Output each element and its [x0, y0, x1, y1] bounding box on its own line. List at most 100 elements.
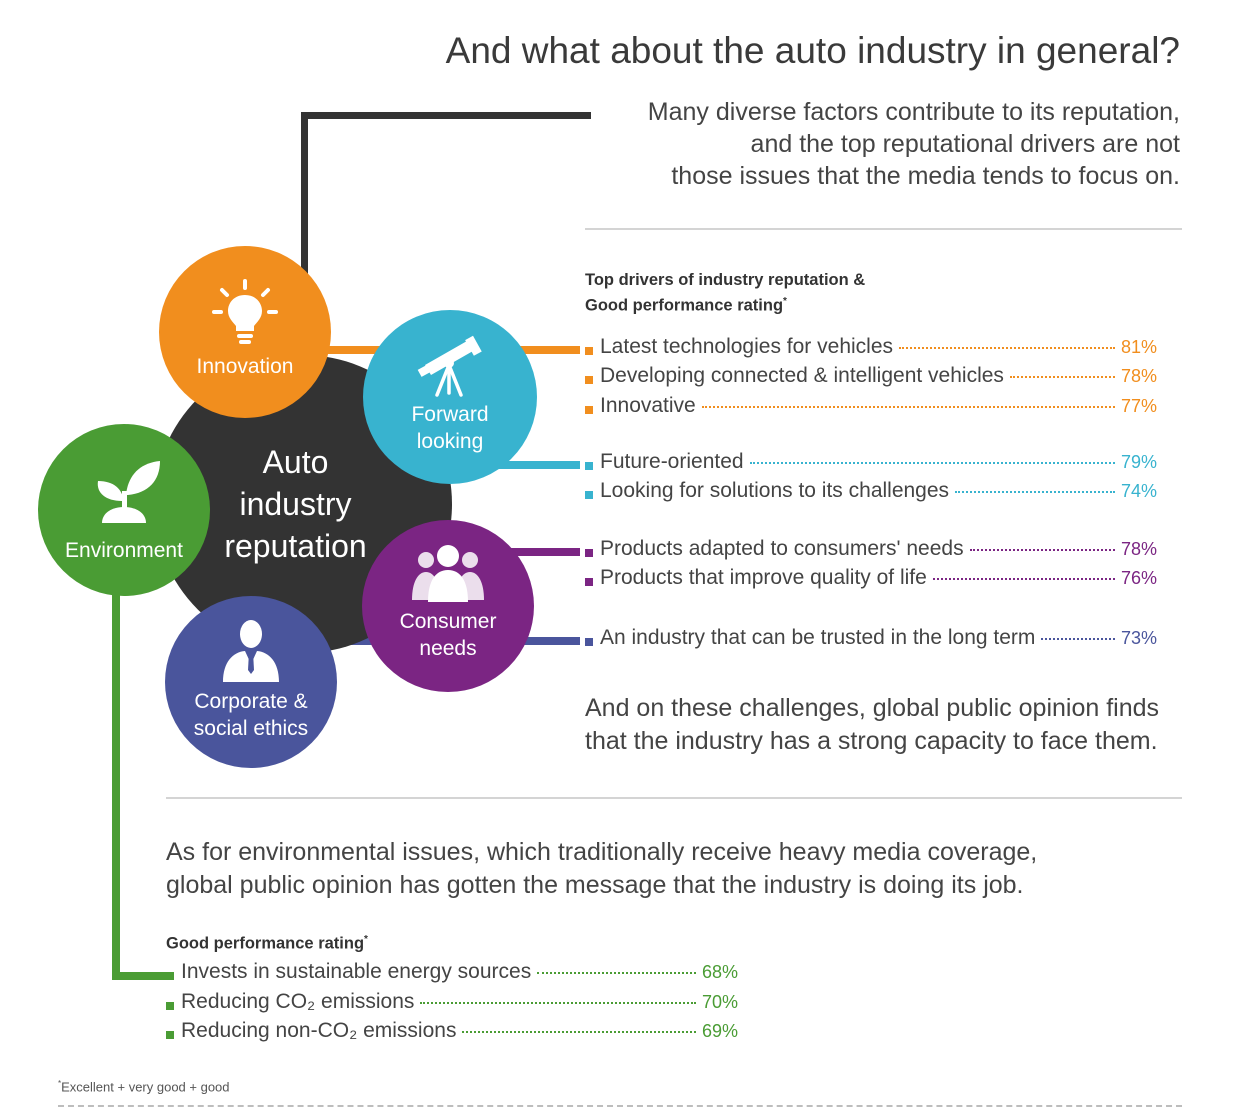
intro-text: Many diverse factors contribute to its r…: [560, 96, 1180, 192]
footnote: *Excellent + very good + good: [58, 1079, 230, 1095]
driver-percent: 74%: [1120, 481, 1157, 501]
driver-text: Products adapted to consumers' needs: [600, 537, 964, 560]
forward-looking-label: Forward looking: [411, 401, 488, 455]
driver-row: Developing connected & intelligent vehic…: [585, 364, 1157, 394]
consumer-needs-label-line: needs: [419, 637, 477, 660]
environment-circle: Environment: [38, 424, 210, 596]
environment-line: As for environmental issues, which tradi…: [166, 838, 1038, 866]
environment-row: Reducing non-CO₂ emissions 69%: [166, 1019, 738, 1049]
challenge-line: that the industry has a strong capacity …: [585, 727, 1158, 755]
leader-dots: [969, 549, 1115, 551]
asterisk: *: [58, 1079, 62, 1088]
seedling-icon: [97, 460, 160, 523]
divider-middle: [166, 797, 1182, 799]
intro-line: and the top reputational drivers are not: [750, 130, 1180, 158]
driver-row: Looking for solutions to its challenges …: [585, 479, 1157, 509]
bullet-square: [166, 1002, 174, 1010]
lightbulb-icon: [212, 278, 278, 344]
driver-text: Looking for solutions to its challenges: [600, 479, 950, 502]
drivers-subtitle-line: Good performance rating*: [585, 296, 787, 315]
driver-row: Latest technologies for vehicles 81%: [585, 335, 1157, 365]
intro-line: Many diverse factors contribute to its r…: [647, 98, 1180, 126]
forward-looking-label-line: Forward: [411, 403, 489, 426]
connector-forward: [480, 461, 580, 469]
connector-intro-horizontal: [301, 112, 591, 119]
environment-line: global public opinion has gotten the mes…: [166, 871, 1024, 899]
bullet-square: [585, 578, 593, 586]
forward-looking-circle: Forward looking: [363, 310, 537, 484]
environment-label: Environment: [65, 538, 183, 562]
innovation-label: Innovation: [196, 354, 294, 378]
environment-item-text: Invests in sustainable energy sources: [181, 960, 532, 983]
connector-environment-horizontal: [112, 972, 168, 980]
drivers-subtitle: Top drivers of industry reputation & Goo…: [585, 269, 865, 317]
leader-dots: [537, 972, 696, 974]
leader-dots: [420, 1002, 696, 1004]
forward-looking-label-line: looking: [416, 430, 484, 453]
connector-intro-vertical: [301, 112, 308, 282]
corporate-social-ethics-label-line: social ethics: [193, 717, 309, 740]
bullet-square: [585, 491, 593, 499]
driver-text: Products that improve quality of life: [600, 566, 927, 589]
leader-dots: [1041, 638, 1115, 640]
leader-dots: [749, 462, 1115, 464]
bullet-square: [585, 376, 593, 384]
bullet-square: [585, 638, 593, 646]
challenge-text: And on these challenges, global public o…: [585, 692, 1195, 758]
leader-dots: [1009, 376, 1115, 378]
telescope-icon: [417, 335, 482, 397]
connector-consumer: [500, 548, 580, 556]
driver-percent: 76%: [1120, 568, 1157, 588]
bullet-square: [585, 347, 593, 355]
leader-dots: [932, 578, 1115, 580]
driver-percent: 78%: [1120, 366, 1157, 386]
environment-item-text: Reducing non-CO₂ emissions: [181, 1019, 457, 1042]
environment-item-text: Reducing CO₂ emissions: [181, 990, 415, 1013]
consumer-needs-label-line: Consumer: [399, 610, 497, 633]
environment-item-percent: 68%: [701, 962, 738, 982]
driver-row: Products adapted to consumers' needs 78%: [585, 537, 1157, 567]
driver-percent: 78%: [1120, 539, 1157, 559]
driver-row: An industry that can be trusted in the l…: [585, 626, 1157, 656]
center-label-line: reputation: [224, 528, 367, 564]
asterisk: *: [783, 296, 787, 307]
leader-dots: [462, 1031, 696, 1033]
leader-dots: [701, 406, 1115, 408]
bullet-square: [585, 462, 593, 470]
environment-row: Invests in sustainable energy sources 68…: [166, 960, 738, 990]
center-label-line: industry: [239, 486, 352, 522]
environment-row: Reducing CO₂ emissions 70%: [166, 990, 738, 1020]
businessman-icon: [223, 620, 279, 682]
driver-row: Innovative 77%: [585, 394, 1157, 424]
leader-dots: [899, 347, 1115, 349]
driver-percent: 77%: [1120, 396, 1157, 416]
center-label: Auto industry reputation: [224, 441, 366, 567]
bullet-square: [585, 549, 593, 557]
challenge-line: And on these challenges, global public o…: [585, 694, 1160, 722]
consumer-needs-circle: Consumer needs: [362, 520, 534, 692]
innovation-circle: Innovation: [159, 246, 331, 418]
consumer-needs-label: Consumer needs: [400, 608, 497, 662]
intro-line: those issues that the media tends to foc…: [671, 162, 1180, 190]
environment-subtitle: Good performance rating*: [166, 934, 368, 953]
bullet-square: [585, 406, 593, 414]
environment-text: As for environmental issues, which tradi…: [166, 836, 1146, 902]
bullet-square: [166, 1031, 174, 1039]
asterisk: *: [364, 934, 368, 945]
driver-text: An industry that can be trusted in the l…: [600, 626, 1036, 649]
divider-top: [585, 228, 1182, 230]
people-icon: [412, 545, 484, 602]
driver-text: Developing connected & intelligent vehic…: [600, 364, 1004, 387]
corporate-social-ethics-circle: Corporate & social ethics: [165, 596, 337, 768]
drivers-subtitle-line: Top drivers of industry reputation &: [585, 271, 866, 289]
bullet-square: [166, 972, 174, 980]
driver-row: Products that improve quality of life 76…: [585, 566, 1157, 596]
environment-item-percent: 69%: [701, 1021, 738, 1041]
driver-percent: 81%: [1120, 337, 1157, 357]
leader-dots: [955, 491, 1115, 493]
driver-text: Future-oriented: [600, 450, 744, 473]
center-label-line: Auto: [262, 444, 329, 480]
connector-environment-vertical: [112, 585, 120, 980]
corporate-social-ethics-label: Corporate & social ethics: [194, 688, 308, 742]
page-title: And what about the auto industry in gene…: [445, 30, 1180, 71]
